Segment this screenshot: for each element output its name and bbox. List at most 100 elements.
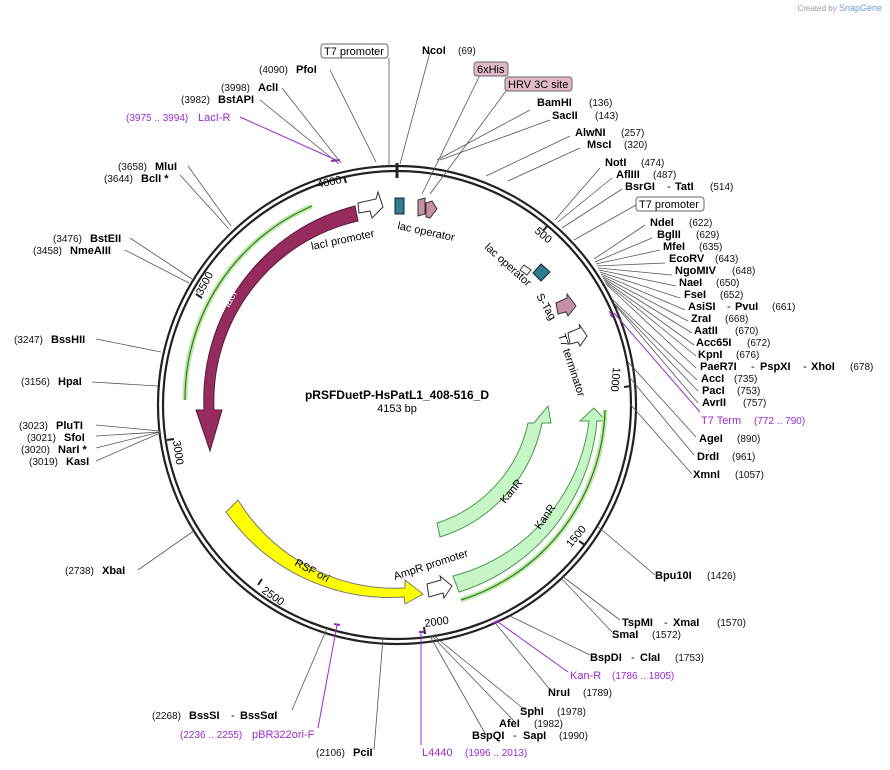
lead-acci	[612, 299, 698, 381]
lead-pluti	[95, 424, 161, 432]
box-6xhis	[473, 61, 509, 77]
lead-avrii	[615, 305, 699, 404]
enzyme-tspmi: TspMI- XmaI(1570)	[622, 617, 746, 629]
enzyme-bsssi: (2268)BssSI- BssSαI	[152, 710, 277, 722]
branding-text: Created by	[797, 4, 837, 13]
tick-4000	[343, 175, 347, 184]
enzyme-hpai: (3156)HpaI	[21, 376, 82, 388]
enzyme-kasi: (3019)KasI	[29, 456, 89, 468]
s-tag-arrow	[555, 292, 577, 317]
enzyme-noti: NotI(474)	[605, 157, 664, 169]
lead-hrv	[429, 90, 507, 195]
lead-bsteii	[129, 237, 193, 280]
lead-smai	[560, 577, 613, 633]
lac-operator-box-right	[532, 263, 551, 282]
lead-nrui	[495, 623, 553, 693]
enzyme-xbai: (2738)XbaI	[65, 565, 125, 577]
lead-ndei	[593, 224, 646, 260]
lead-pfoi	[329, 69, 377, 163]
lead-naei	[598, 269, 677, 287]
lead-bpu10i	[595, 524, 656, 576]
leader-lines	[91, 51, 701, 751]
lead-kpni	[604, 281, 697, 357]
lead-laci-r	[239, 116, 337, 161]
lead-t7-right	[573, 204, 637, 241]
primer-mark-kan-r	[492, 619, 501, 624]
lead-bsrgi	[561, 188, 623, 229]
enzyme-naei: NaeI(650)	[679, 277, 739, 289]
snapgene-branding: Created by SnapGene	[798, 3, 882, 13]
enzyme-bpu10i: Bpu10I(1426)	[655, 570, 736, 582]
box-t7-promoter-top	[320, 43, 389, 59]
primer-laci-r: (3975 .. 3994)LacI-R	[126, 112, 230, 124]
lead-acc65i	[603, 279, 695, 346]
enzyme-zrai: ZraI(668)	[691, 313, 748, 325]
enzyme-labels: NcoI(69) BamHI(136) SacII(143) AlwNI(257…	[14, 45, 873, 759]
box-hrv-3c-label: HRV 3C site	[508, 79, 568, 91]
lead-acli	[281, 87, 342, 164]
enzyme-bspqi: BspQI- SapI(1990)	[472, 730, 588, 742]
laci-arrow	[195, 205, 359, 453]
enzyme-pfoi: (4090)PfoI	[259, 64, 317, 76]
tick-label-4000: 4000	[316, 174, 342, 191]
lead-hpai	[91, 381, 159, 387]
laci-promoter-arrow	[357, 190, 384, 219]
lead-sfoi	[95, 431, 161, 437]
enzyme-nmeaiii: (3458)NmeAIII	[33, 245, 111, 257]
rsf-ori-arrow	[225, 499, 424, 605]
enzyme-asisi: AsiSI- PvuI(661)	[688, 301, 795, 313]
primer-mark-pbr322ori-f	[333, 623, 341, 626]
branding-app-name: SnapGene	[838, 3, 882, 13]
enzyme-aatii: AatII(670)	[694, 325, 758, 337]
tick-3500	[195, 293, 203, 299]
tick-label-1500: 1500	[564, 523, 589, 549]
enzyme-smai: SmaI(1572)	[612, 629, 681, 641]
lead-sacii	[439, 119, 551, 161]
enzyme-afliii: AflIII(487)	[616, 169, 676, 181]
primer-mark-t7-term	[609, 310, 613, 318]
lead-pbr322ori-f	[317, 624, 338, 729]
enzyme-paci: PacI(753)	[702, 385, 760, 397]
6xhis-box	[417, 197, 426, 217]
lead-sphi	[432, 634, 526, 711]
lead-ngomiv	[597, 267, 673, 276]
plasmid-name: pRSFDuetP-HsPatL1_408-516_D	[305, 388, 489, 402]
enzyme-bamhi: BamHI(136)	[537, 97, 612, 109]
kanr-inner-arrow	[436, 404, 552, 538]
enzyme-sphi: SphI(1978)	[520, 706, 586, 718]
enzyme-bcli: (3644)BclI *	[104, 173, 169, 185]
lead-bstapi	[259, 99, 340, 165]
enzyme-sacii: SacII(143)	[552, 110, 618, 122]
laci-highlight-line	[184, 205, 313, 401]
enzyme-xmni: XmnI(1057)	[693, 469, 764, 481]
enzyme-bglii: BglII(629)	[657, 229, 719, 241]
lead-t7-term	[613, 312, 701, 413]
primer-t7-term: T7 Term(772 .. 790)	[701, 415, 805, 427]
enzyme-paer7i: PaeR7I- PspXI- XhoI(678)	[700, 361, 873, 373]
enzyme-ngomiv: NgoMIV(648)	[675, 265, 755, 277]
lead-afei	[431, 635, 516, 723]
tick-label-3000: 3000	[170, 440, 185, 466]
enzyme-ncoi: NcoI(69)	[422, 45, 476, 57]
lead-msci	[507, 147, 581, 182]
tick-label-1000: 1000	[608, 367, 622, 392]
enzyme-bsteii: (3476)BstEII	[53, 233, 121, 245]
box-6xhis-label: 6xHis	[477, 64, 505, 76]
lead-kan-r	[497, 621, 569, 673]
enzyme-agei: AgeI(890)	[699, 433, 760, 445]
lead-asisi	[600, 273, 686, 311]
lead-agei	[627, 361, 697, 438]
enzyme-msci: MscI(320)	[587, 139, 647, 151]
kanr-outer-arrow	[452, 407, 608, 593]
lead-mlui	[187, 165, 232, 227]
lead-aatii	[602, 277, 693, 334]
enzyme-drdi: DrdI(961)	[697, 451, 755, 463]
lead-paci	[614, 303, 699, 392]
enzyme-avrii: AvrII(757)	[702, 397, 766, 409]
lead-6xhis	[421, 74, 481, 195]
tick-label-2500: 2500	[259, 585, 286, 609]
enzyme-pcii: (2106)PciI	[316, 747, 373, 759]
lac-operator-box-top	[394, 197, 405, 215]
plasmid-length: 4153 bp	[377, 403, 417, 415]
